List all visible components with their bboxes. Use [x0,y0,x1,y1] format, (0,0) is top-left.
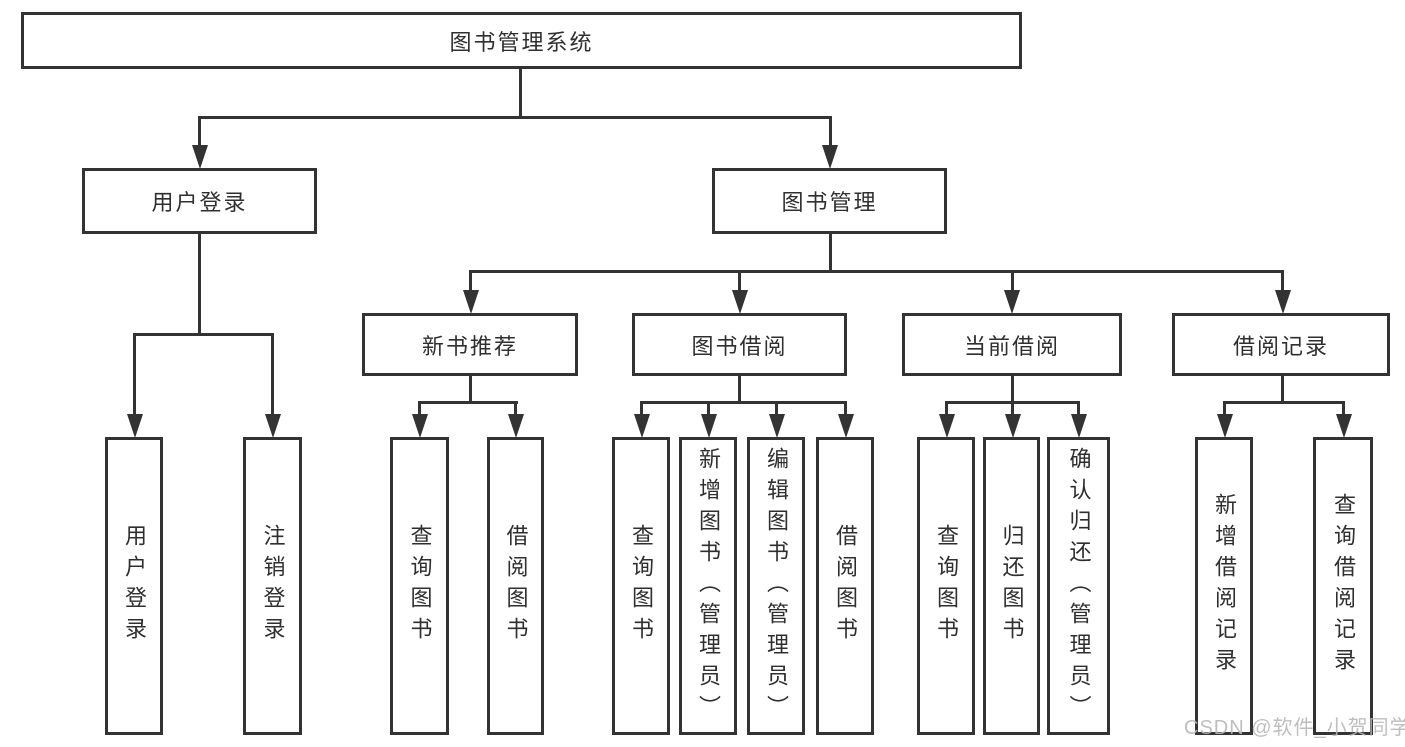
connector-line [1281,270,1284,292]
leaf-borrow-add-books-admin: 新增图书（管理员） [679,437,737,735]
leaf-logout: 注销登录 [243,437,302,735]
leaf-label: 注销登录 [260,524,286,648]
arrowhead-down-icon [265,414,281,438]
leaf-label: 用户登录 [122,524,147,648]
connector-line [1281,373,1284,404]
arrowhead-down-icon [412,414,428,438]
leaf-recommend-borrow-books: 借阅图书 [487,437,544,735]
leaf-label: 查询图书 [407,524,433,648]
connector-line [469,270,472,292]
leaf-label: 新增图书（管理员） [696,446,721,726]
connector-line [1011,270,1014,292]
arrowhead-down-icon [732,290,748,314]
connector-line [640,401,847,404]
arrowhead-down-icon [1071,414,1087,438]
node-label: 新书推荐 [421,333,518,359]
connector-line [829,231,832,273]
connector-line [707,401,710,416]
connector-line [418,401,421,416]
connector-line [519,66,522,118]
arrowhead-down-icon [634,414,650,438]
arrowhead-down-icon [769,414,785,438]
connector-line [514,401,517,416]
csdn-watermark: CSDN @软件_小贺同学 [1184,717,1405,739]
node-borrowing-records: 借阅记录 [1172,313,1390,376]
leaf-label: 新增借阅记录 [1212,493,1237,679]
leaf-label: 归还图书 [999,524,1025,648]
connector-line [1011,401,1014,416]
node-label: 图书管理 [781,190,878,215]
leaf-user-login: 用户登录 [105,437,163,735]
leaf-borrow-edit-books-admin: 编辑图书（管理员） [747,437,805,735]
node-current-borrowing: 当前借阅 [902,313,1122,376]
node-label: 图书借阅 [691,333,788,359]
leaf-borrow-query-books: 查询图书 [612,437,670,735]
leaf-label: 确认归还（管理员） [1066,446,1092,726]
connector-line [1342,401,1345,416]
connector-line [1223,401,1345,404]
arrowhead-down-icon [1275,290,1291,314]
connector-line [198,231,201,336]
arrowhead-down-icon [192,145,208,169]
arrowhead-down-icon [1336,414,1352,438]
leaf-records-query-record: 查询借阅记录 [1313,437,1373,735]
arrowhead-down-icon [127,414,143,438]
node-label: 用户登录 [151,190,248,215]
leaf-label: 借阅图书 [833,524,858,648]
connector-line [844,401,847,416]
node-book-borrowing: 图书借阅 [632,313,847,376]
connector-line [945,401,948,416]
connector-line [1077,401,1080,416]
leaf-label: 编辑图书（管理员） [764,446,789,726]
arrowhead-down-icon [1005,414,1021,438]
connector-line [738,270,741,292]
node-label: 图书管理系统 [449,29,594,55]
connector-line [271,333,274,416]
connector-line [775,401,778,416]
node-label: 当前借阅 [963,333,1060,359]
arrowhead-down-icon [701,414,717,438]
connector-line [1223,401,1226,416]
connector-line [469,373,472,404]
leaf-current-confirm-return-admin: 确认归还（管理员） [1047,437,1110,735]
leaf-current-query-books: 查询图书 [917,437,975,735]
connector-line [640,401,643,416]
connector-line [133,333,274,336]
node-new-book-recommendation: 新书推荐 [362,313,578,376]
leaf-label: 查询借阅记录 [1331,493,1356,679]
leaf-borrow-borrow-books: 借阅图书 [816,437,874,735]
node-user-login: 用户登录 [82,168,317,234]
connector-line [469,270,1283,273]
leaf-label: 查询图书 [934,524,959,648]
connector-line [198,116,832,119]
arrowhead-down-icon [463,290,479,314]
arrowhead-down-icon [838,414,854,438]
leaf-records-add-record: 新增借阅记录 [1195,437,1253,735]
leaf-recommend-query-books: 查询图书 [390,437,449,735]
arrowhead-down-icon [939,414,955,438]
leaf-current-return-books: 归还图书 [983,437,1040,735]
arrowhead-down-icon [822,145,838,169]
node-book-management: 图书管理 [712,168,947,234]
arrowhead-down-icon [508,414,524,438]
connector-line [198,116,201,147]
connector-line [418,401,518,404]
arrowhead-down-icon [1217,414,1233,438]
connector-line [1011,373,1014,404]
connector-line [738,373,741,404]
connector-line [829,116,832,147]
node-library-management-system: 图书管理系统 [21,12,1022,69]
node-label: 借阅记录 [1232,333,1329,359]
leaf-label: 借阅图书 [503,524,529,648]
arrowhead-down-icon [1004,290,1020,314]
leaf-label: 查询图书 [629,524,654,648]
connector-line [133,333,136,416]
